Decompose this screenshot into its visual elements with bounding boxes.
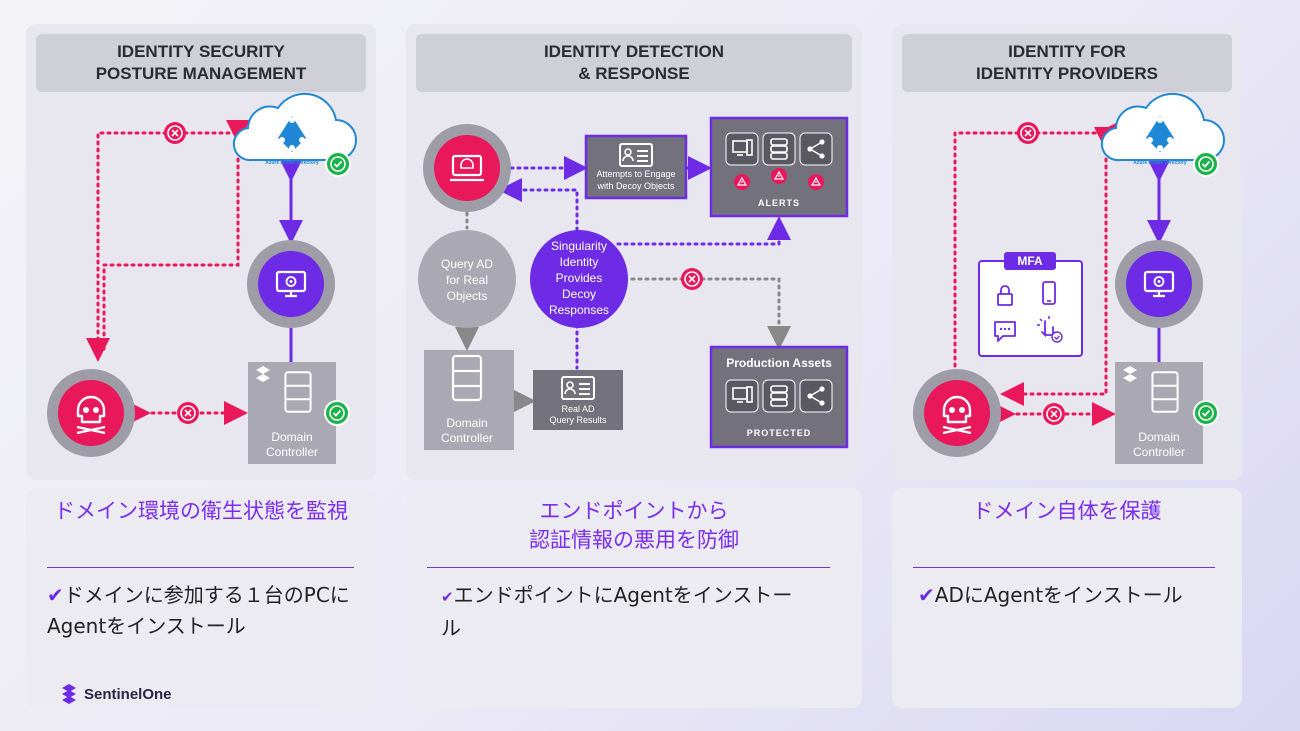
azure-cloud-icon bbox=[232, 92, 357, 162]
warning-icon bbox=[733, 173, 751, 191]
query-ad-circle bbox=[418, 230, 516, 328]
blocked-icon bbox=[176, 401, 200, 425]
idp-bullet: ✔ADにAgentをインストール bbox=[918, 580, 1218, 611]
real-ad-results-box bbox=[533, 370, 623, 430]
lock-icon bbox=[997, 285, 1013, 306]
check-icon bbox=[325, 151, 351, 177]
message-icon bbox=[994, 321, 1016, 342]
idr-arrow-to-production bbox=[630, 277, 791, 350]
compromised-endpoint-icon bbox=[450, 154, 484, 182]
check-icon bbox=[324, 400, 350, 426]
panel-title-idp: IDENTITY FOR IDENTITY PROVIDERS bbox=[902, 34, 1232, 92]
divider bbox=[427, 567, 830, 568]
blocked-icon bbox=[1016, 121, 1040, 145]
dc-label-line2: Controller bbox=[1133, 445, 1185, 459]
asset-tile bbox=[762, 379, 796, 413]
query-label-1: Query AD bbox=[441, 257, 493, 271]
idr-bullet-text: エンドポイントにAgentをインストール bbox=[441, 583, 793, 640]
mfa-box bbox=[978, 260, 1083, 357]
azure-label: Azure Active Directory bbox=[265, 160, 319, 166]
dc-label-line2: Controller bbox=[441, 431, 493, 445]
ispm-jp-title: ドメイン環境の衛生状態を監視 bbox=[54, 499, 348, 523]
dc-label-line1: Domain bbox=[271, 430, 312, 444]
idr-arrow-to-alert-box bbox=[616, 216, 791, 246]
asset-tile bbox=[725, 379, 759, 413]
attempts-box bbox=[584, 134, 688, 200]
query-label-3: Objects bbox=[447, 289, 488, 303]
ispm-dotted-arrow-top bbox=[86, 131, 238, 362]
check-icon bbox=[1193, 400, 1219, 426]
dc-label-line1: Domain bbox=[446, 416, 487, 430]
ispm-bullet-text: ドメインに参加する１台のPCにAgentをインストール bbox=[47, 583, 350, 638]
blocked-icon bbox=[1042, 402, 1066, 426]
divider bbox=[47, 567, 354, 568]
idr-jp-title: エンドポイントから 認証情報の悪用を防御 bbox=[529, 499, 739, 552]
real-ad-label-1: Real AD bbox=[561, 404, 595, 414]
azure-cloud-icon bbox=[1100, 92, 1225, 162]
alerts-tile bbox=[725, 132, 759, 166]
check-mark-icon: ✔ bbox=[441, 588, 454, 606]
idp-dotted-arrow-mid bbox=[1000, 127, 1118, 406]
alerts-label: ALERTS bbox=[758, 198, 800, 208]
agent-monitor-icon bbox=[1113, 238, 1205, 330]
idp-diagram: Azure Active Directory Domain Controller… bbox=[911, 92, 1225, 464]
panel-idr-desc bbox=[406, 488, 862, 708]
attacker-skull-icon bbox=[911, 367, 1003, 459]
singularity-label-5: Responses bbox=[549, 303, 609, 317]
protected-label: PROTECTED bbox=[747, 428, 812, 438]
brand-name: SentinelOne bbox=[84, 685, 172, 703]
idr-diagram: Query AD for Real Objects Singularity Id… bbox=[418, 116, 849, 450]
real-ad-label-2: Query Results bbox=[549, 415, 607, 425]
idp-bullet-text: ADにAgentをインストール bbox=[934, 583, 1183, 607]
attempts-label-2: with Decoy Objects bbox=[596, 181, 675, 191]
singularity-circle bbox=[530, 230, 628, 328]
alerts-tile bbox=[762, 132, 796, 166]
blocked-icon bbox=[163, 121, 187, 145]
warning-icon bbox=[807, 173, 825, 191]
dc-label-line2: Controller bbox=[266, 445, 318, 459]
check-icon bbox=[1193, 151, 1219, 177]
singularity-label-3: Provides bbox=[556, 271, 603, 285]
idp-jp-title: ドメイン自体を保護 bbox=[972, 499, 1162, 523]
blocked-icon bbox=[680, 267, 704, 291]
attempts-label-1: Attempts to Engage bbox=[596, 169, 675, 179]
panel-ispm-desc bbox=[26, 488, 376, 708]
azure-label: Azure Active Directory bbox=[1133, 160, 1187, 166]
singularity-label-2: Identity bbox=[560, 255, 599, 269]
query-label-2: for Real bbox=[446, 273, 488, 287]
asset-tile bbox=[799, 379, 833, 413]
agent-monitor-icon bbox=[245, 238, 337, 330]
production-assets-label: Production Assets bbox=[726, 356, 832, 370]
idr-bullet: ✔エンドポイントにAgentをインストール bbox=[441, 580, 811, 644]
idr-arrow-decoy-back bbox=[498, 178, 579, 232]
singularity-label-1: Singularity bbox=[551, 239, 607, 253]
singularity-label-4: Decoy bbox=[562, 287, 596, 301]
mfa-tag bbox=[1004, 252, 1056, 270]
phone-icon bbox=[1042, 281, 1056, 305]
ispm-dotted-arrow-mid bbox=[102, 120, 250, 352]
panel-title-ispm: IDENTITY SECURITY POSTURE MANAGEMENT bbox=[36, 34, 366, 92]
ispm-diagram: Azure Active Directory Domain Controller bbox=[45, 92, 357, 464]
mfa-label: MFA bbox=[1017, 254, 1043, 268]
check-mark-icon: ✔ bbox=[918, 583, 935, 607]
sentinelone-logo: SentinelOne bbox=[60, 684, 172, 704]
panel-idp-desc bbox=[892, 488, 1242, 708]
attacker-skull-icon bbox=[45, 367, 137, 459]
touch-verify-icon bbox=[1037, 316, 1063, 343]
dc-label-line1: Domain bbox=[1138, 430, 1179, 444]
divider bbox=[913, 567, 1215, 568]
sentinelone-mark-icon bbox=[62, 684, 76, 704]
warning-icon bbox=[770, 167, 788, 185]
ispm-bullet: ✔ドメインに参加する１台のPCにAgentをインストール bbox=[47, 580, 359, 642]
check-mark-icon: ✔ bbox=[47, 583, 64, 607]
alerts-tile bbox=[799, 132, 833, 166]
panel-title-idr: IDENTITY DETECTION & RESPONSE bbox=[416, 34, 852, 92]
